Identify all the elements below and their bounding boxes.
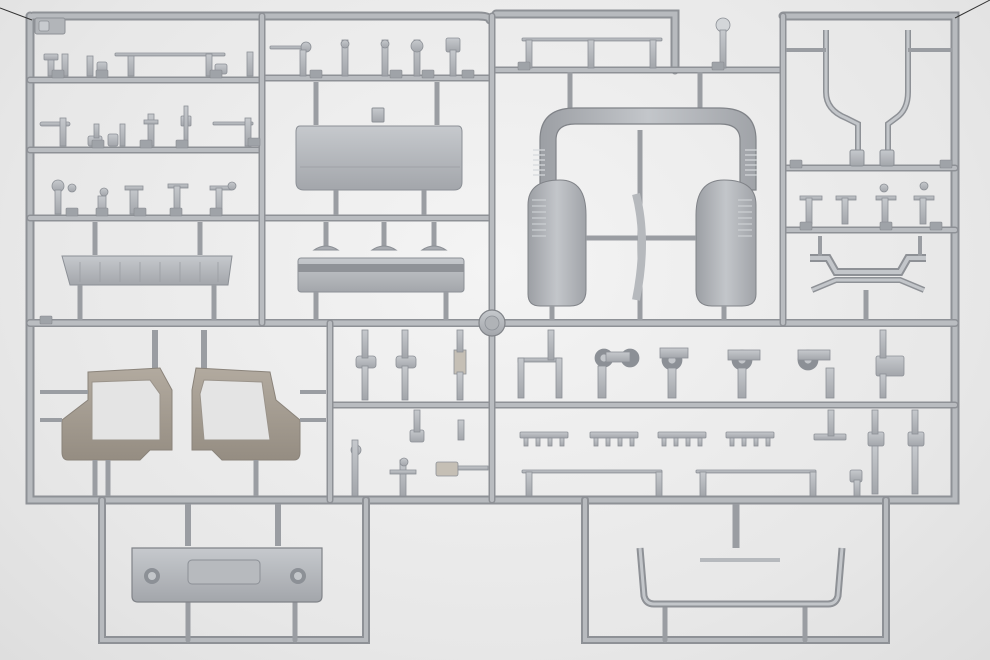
frame-runners-horizontal: [26, 66, 959, 409]
small-parts-lower-middle: [350, 329, 489, 497]
small-parts-right-mid: [799, 181, 935, 225]
frame-runners-vertical: [258, 12, 787, 504]
exhaust-pipes: [786, 30, 952, 167]
wheel-arch-right: [695, 179, 757, 307]
part-number-tag: [929, 221, 943, 231]
part-number-tag: [51, 69, 65, 79]
rear-frame-part: [636, 504, 846, 608]
small-parts-row-3: [51, 179, 237, 215]
part-number-tag: [209, 207, 223, 217]
front-bumper-panel: [131, 504, 323, 603]
part-number-tag: [247, 137, 261, 147]
part-number-tag: [879, 221, 893, 231]
part-number-tag: [95, 69, 109, 79]
part-number-tag: [95, 207, 109, 217]
bottom-right-subframe: [581, 496, 890, 644]
small-parts-row-1: [43, 51, 254, 77]
part-number-tag: [789, 159, 803, 169]
part-number-tag: [139, 139, 153, 149]
top-center-rods: [521, 17, 731, 69]
part-number-tag: [169, 207, 183, 217]
part-number-tag: [91, 139, 105, 149]
part-number-tag: [421, 69, 435, 79]
part-number-tag: [133, 207, 147, 217]
part-number-tag: [175, 139, 189, 149]
hanging-wire-left: [0, 7, 33, 21]
bottom-left-subframe: [98, 496, 370, 644]
grille-panel-left: [61, 222, 233, 320]
part-number-tag: [711, 61, 725, 71]
axle-part: [810, 236, 926, 320]
part-number-tag: [461, 69, 475, 79]
fender-panel: [295, 82, 463, 215]
part-number-tag: [799, 221, 813, 231]
chassis-rail-part: [297, 222, 465, 320]
part-number-tag: [39, 315, 53, 325]
part-number-tag: [209, 69, 223, 79]
wheel-arch-left: [527, 179, 587, 307]
part-number-tag: [309, 69, 323, 79]
part-number-tag: [517, 61, 531, 71]
small-parts-lower-right: [517, 329, 925, 497]
sprue-gate-hub: [478, 309, 506, 337]
hanging-wire-right: [954, 0, 990, 19]
cab-side-right: [191, 330, 326, 496]
radiator-cowl-part: [533, 72, 757, 191]
part-number-tag: [939, 159, 953, 169]
frame-letter-tag: [34, 17, 66, 35]
part-number-tags: [39, 61, 953, 325]
part-number-tag: [389, 69, 403, 79]
cab-side-left: [40, 330, 173, 496]
part-number-tag: [65, 207, 79, 217]
small-parts-top-middle: [269, 37, 461, 77]
cowl-center-runner: [549, 130, 727, 320]
